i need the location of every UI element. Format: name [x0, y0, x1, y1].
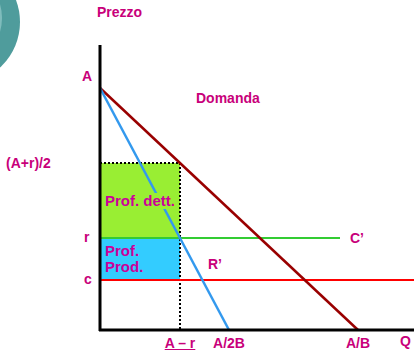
quantity-label: A – r: [165, 335, 196, 351]
axis-title: Q: [400, 333, 411, 349]
profit-label: Prof. Prod.: [104, 243, 177, 275]
x-axis: [99, 329, 414, 332]
curve-label: C’: [350, 230, 364, 246]
decoration-circle: [0, 0, 2, 68]
curve-label: R’: [208, 256, 222, 272]
marginal-revenue-line: [100, 88, 229, 330]
retailer-profit-area: [100, 163, 180, 238]
producer-profit-box: Prof. Prod.: [100, 238, 180, 280]
price-label: c: [84, 271, 92, 287]
profit-label: Prof. dett.: [104, 193, 176, 209]
quantity-label: A/2B: [213, 335, 245, 351]
retailer-profit-box: Prof. dett.: [100, 163, 180, 238]
producer-profit-area: [100, 238, 180, 280]
demand-line: [100, 88, 358, 330]
price-label: r: [84, 229, 89, 245]
axis-title: Prezzo: [97, 4, 142, 20]
y-axis: [99, 45, 102, 331]
price-label: (A+r)/2: [6, 155, 51, 171]
cost-line-c: [100, 279, 414, 281]
dotted-guide: [179, 163, 181, 330]
decoration-circle: [0, 0, 20, 84]
curve-label: Domanda: [196, 90, 260, 106]
cost-line-r: [100, 237, 340, 239]
intercept-label: A: [82, 68, 92, 84]
quantity-label: A/B: [346, 335, 370, 351]
